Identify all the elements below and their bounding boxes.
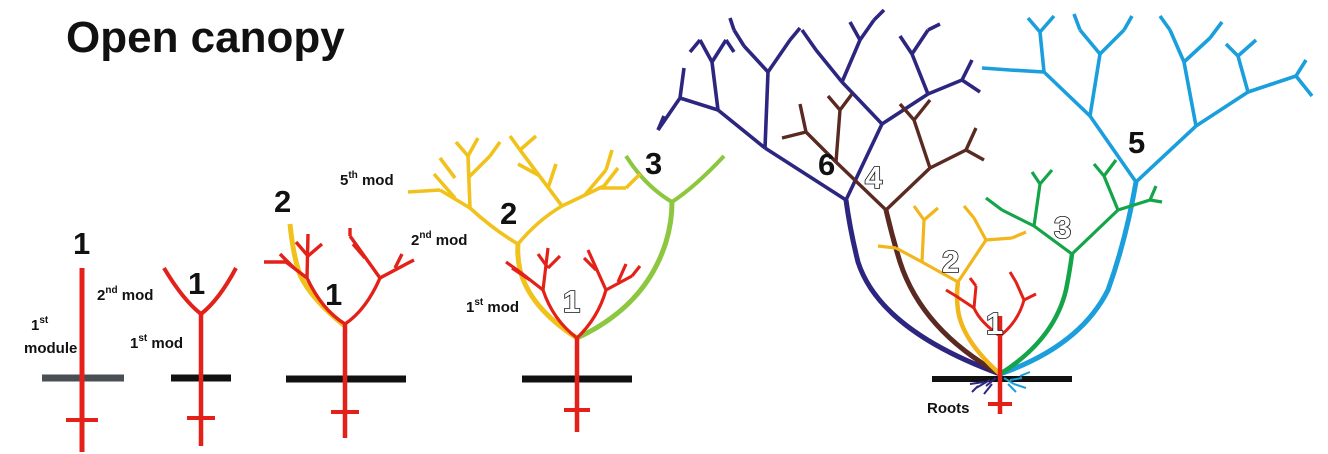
module-6-relay-axis <box>843 199 1001 377</box>
blue-roots <box>1003 371 1031 393</box>
module-word-label: module <box>24 340 77 357</box>
module-number-label: 1 <box>563 284 580 319</box>
module-5-relay-axis <box>999 181 1139 377</box>
first-module-label: 1st <box>31 315 49 334</box>
module-number-label: 3 <box>645 146 662 181</box>
fifth-mod-label: 5th mod <box>340 170 394 189</box>
stage-2-sapling: 1 2nd mod 1st mod <box>97 266 238 446</box>
module-1-crown <box>264 228 415 326</box>
module-number-label: 4 <box>865 160 883 195</box>
module-1-crown <box>945 271 1037 338</box>
module-number-label: 1 <box>73 226 90 261</box>
module-2-fork <box>162 266 238 316</box>
module-2-crown <box>877 204 1027 284</box>
module-3-crown <box>985 159 1163 256</box>
module-2-relay-axis <box>954 281 1002 376</box>
module-number-label: 2 <box>500 196 517 231</box>
module-number-label: 2 <box>942 244 959 279</box>
module-number-label: 2 <box>274 184 291 219</box>
module-number-label: 1 <box>325 277 342 312</box>
first-mod-label: 1st mod <box>130 333 183 352</box>
module-1-crown <box>505 247 642 340</box>
stage-1-seedling: 1 1st module <box>24 226 124 452</box>
module-3-relay-axis <box>998 253 1075 376</box>
module-3-fork <box>624 154 726 204</box>
module-number-label: 5 <box>1128 125 1145 160</box>
navy-roots <box>969 377 997 395</box>
module-number-label: 1 <box>188 266 205 301</box>
second-mod-label: 2nd mod <box>411 230 467 249</box>
roots-label: Roots <box>927 400 970 417</box>
module-number-label: 1 <box>986 306 1003 341</box>
stage-5-open-canopy: 5 6 4 3 2 1 Roots <box>656 8 1314 417</box>
first-mod-label: 1st mod <box>466 297 519 316</box>
stage-4-tree: 2 1 3 5th mod 2nd mod 1st mod <box>340 134 726 432</box>
diagram-title: Open canopy <box>66 13 345 62</box>
stage-3-young-tree: 2 1 <box>264 184 415 438</box>
module-4-crown <box>781 92 985 212</box>
module-6-crown <box>656 8 981 202</box>
module-2-crown <box>407 134 642 246</box>
second-mod-label: 2nd mod <box>97 285 153 304</box>
module-number-label: 3 <box>1054 210 1071 245</box>
module-4-relay-axis <box>883 209 1002 377</box>
module-number-label: 6 <box>818 147 835 182</box>
module-3-relay-axis <box>575 201 675 341</box>
module-5-crown <box>981 13 1314 184</box>
